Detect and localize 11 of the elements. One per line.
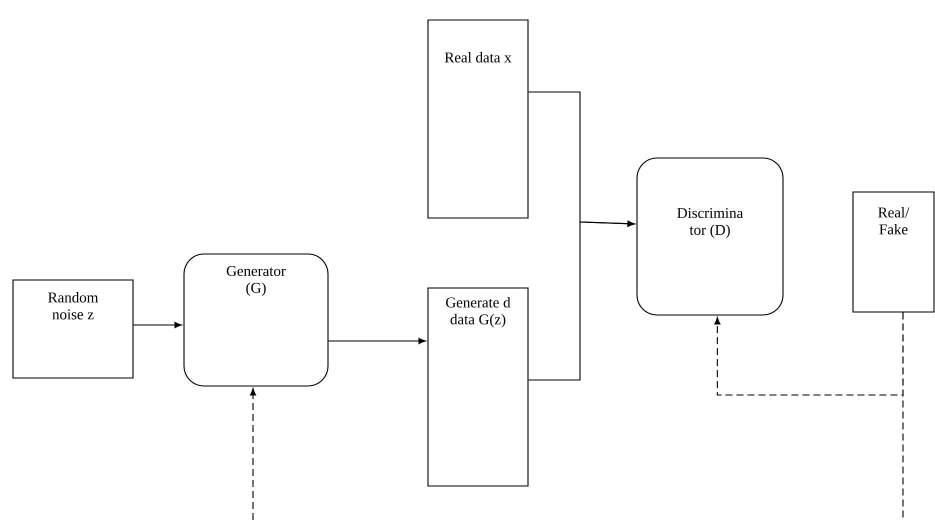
dashed-arrow xyxy=(250,388,256,520)
rounded-process-box: Discrimina tor (D) xyxy=(636,157,784,316)
process-box: Random noise z xyxy=(12,279,134,379)
arrow xyxy=(134,322,182,328)
process-box: Generate d data G(z) xyxy=(427,287,529,487)
arrow xyxy=(328,338,426,344)
dashed-line xyxy=(902,312,904,520)
process-box: Real data x xyxy=(427,19,529,219)
rounded-process-box: Generator (G) xyxy=(183,253,329,387)
process-box: Real/ Fake xyxy=(852,191,935,313)
arrow xyxy=(528,220,635,381)
